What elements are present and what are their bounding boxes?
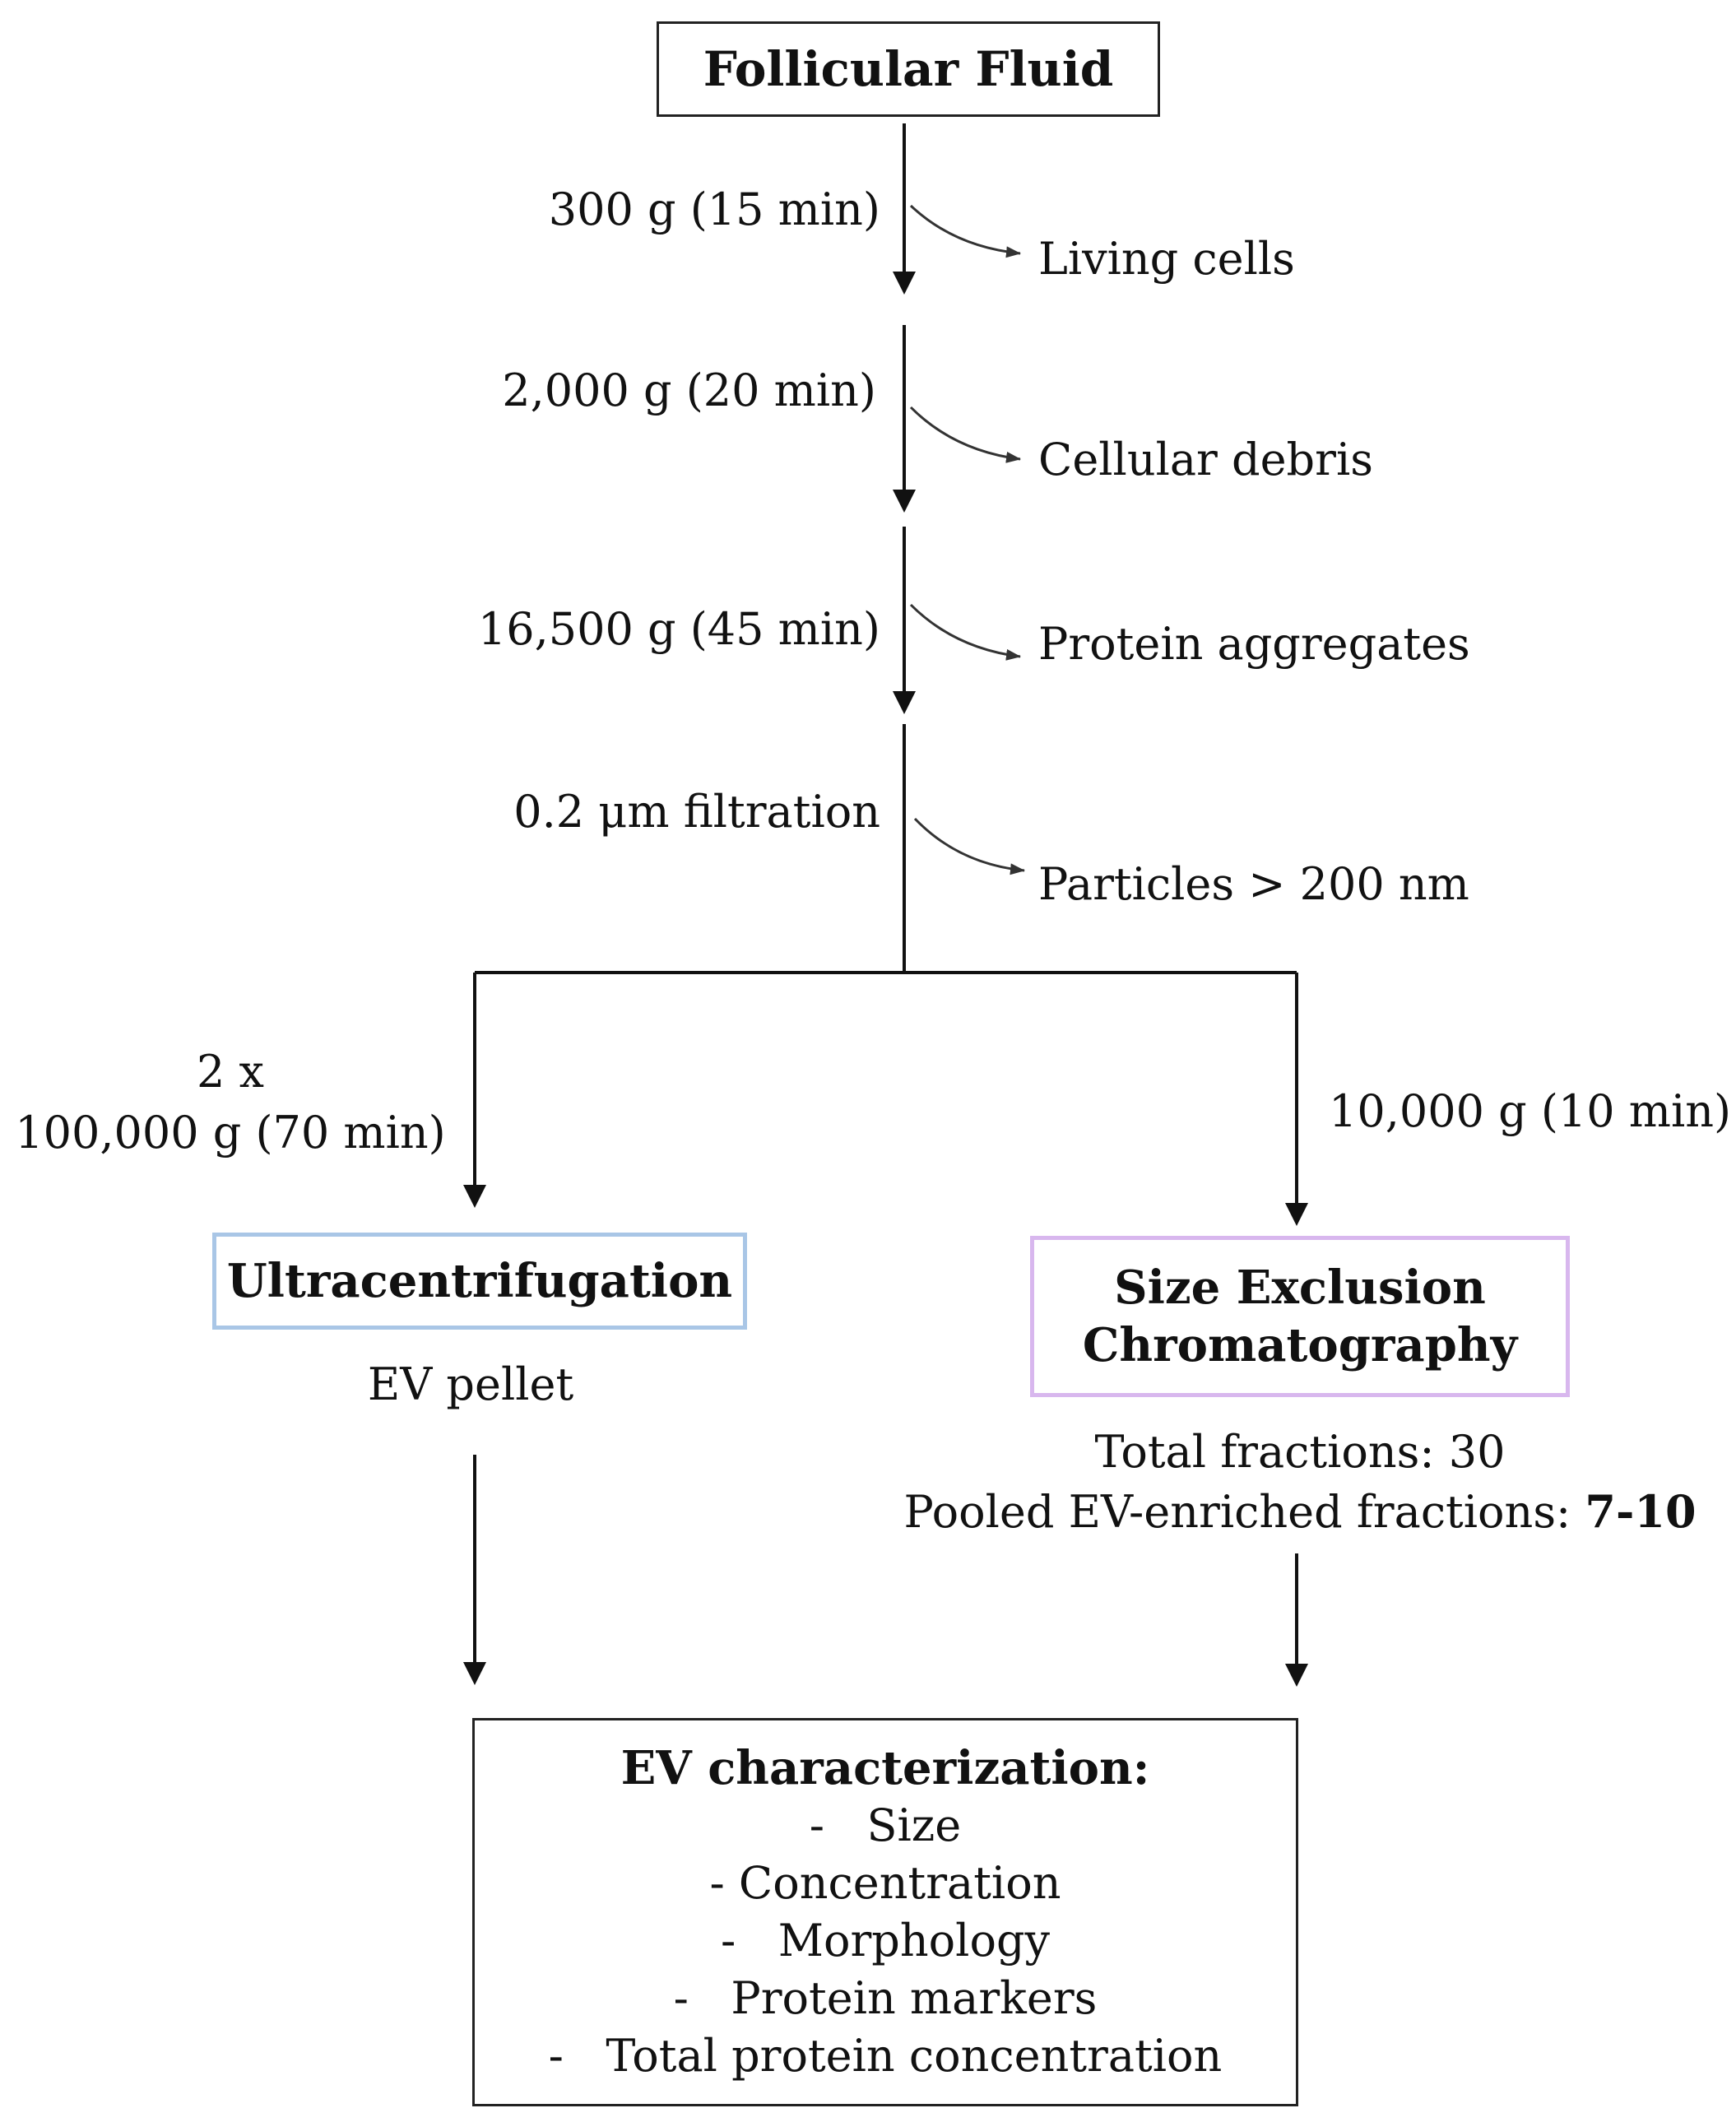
removal-arrow-4 — [913, 817, 1025, 875]
arrow-head-1 — [893, 272, 916, 295]
step-2-removed: Cellular debris — [1038, 434, 1373, 485]
arrow-head-3 — [893, 691, 916, 714]
arrow-head-right-bottom — [1285, 1664, 1308, 1687]
ultracentrifugation-label: Ultracentrifugation — [226, 1254, 733, 1308]
characterization-item: - Total protein concentration — [548, 2030, 1223, 2082]
removal-arrows — [909, 204, 1025, 875]
left-branch-condition: 100,000 g (70 min) — [15, 1107, 446, 1159]
ultracentrifugation-box: Ultracentrifugation — [212, 1233, 747, 1330]
removal-arrow-1 — [909, 204, 1021, 258]
characterization-item: - Morphology — [720, 1915, 1051, 1966]
arrow-head-left-bottom — [463, 1662, 486, 1685]
step-4-removed: Particles > 200 nm — [1038, 858, 1469, 910]
step-4-condition: 0.2 μm filtration — [513, 786, 880, 838]
characterization-heading: EV characterization: — [620, 1741, 1150, 1795]
ev-characterization-box: EV characterization: - Size - Concentrat… — [472, 1718, 1298, 2106]
follicular-fluid-label: Follicular Fluid — [703, 41, 1114, 97]
right-branch-condition: 10,000 g (10 min) — [1329, 1085, 1732, 1137]
sec-label-line2: Chromatography — [1082, 1318, 1518, 1372]
removal-arrow-2 — [909, 406, 1021, 463]
sec-pooled-range: 7-10 — [1585, 1485, 1697, 1538]
step-3-condition: 16,500 g (45 min) — [477, 603, 880, 655]
left-branch-repeat: 2 x — [197, 1046, 264, 1098]
main-flow-arrows — [463, 123, 1308, 1687]
characterization-item: - Size — [809, 1799, 962, 1851]
characterization-item: - Protein markers — [673, 1972, 1098, 2024]
sec-box: Size Exclusion Chromatography — [1030, 1236, 1570, 1397]
sec-pooled-fractions: Pooled EV-enriched fractions: 7-10 — [903, 1489, 1696, 1535]
step-1-condition: 300 g (15 min) — [548, 183, 880, 235]
removal-arrow-3 — [909, 603, 1021, 661]
sec-total-fractions: Total fractions: 30 — [1094, 1426, 1506, 1478]
arrow-head-left — [463, 1185, 486, 1208]
sec-label-line1: Size Exclusion — [1114, 1261, 1486, 1315]
follicular-fluid-box: Follicular Fluid — [657, 21, 1160, 117]
step-1-removed: Living cells — [1038, 233, 1295, 285]
step-2-condition: 2,000 g (20 min) — [502, 365, 876, 416]
ev-pellet-output: EV pellet — [367, 1358, 574, 1410]
sec-pooled-prefix: Pooled EV-enriched fractions: — [903, 1486, 1585, 1538]
characterization-item: - Concentration — [709, 1857, 1061, 1909]
arrow-head-right — [1285, 1203, 1308, 1226]
arrow-head-2 — [893, 490, 916, 513]
step-3-removed: Protein aggregates — [1038, 618, 1470, 670]
